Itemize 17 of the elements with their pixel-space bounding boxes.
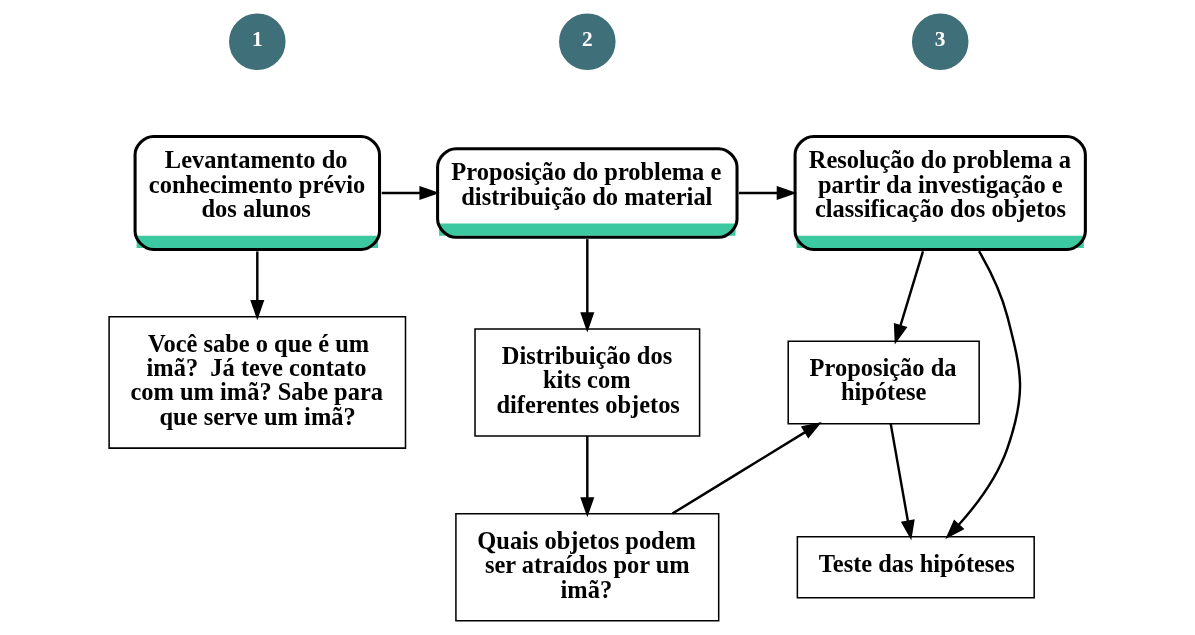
arrow — [579, 436, 594, 518]
node-box: Quais objetos podem ser atraídos por um imã? — [454, 513, 719, 622]
arrow — [944, 250, 1021, 539]
node-circle: 2 — [558, 13, 616, 70]
node-box: Proposição da hipótese — [786, 340, 980, 425]
node-circle: 1 — [228, 13, 286, 70]
node-box: Distribuição dos kits com diferentes objetos — [473, 328, 700, 437]
arrow — [893, 251, 924, 345]
node-box: Você sabe o que é um imã? Já teve contato com um imã? Sabe para que serve um imã? — [107, 315, 406, 449]
arrow — [889, 423, 915, 541]
node-circle: 3 — [911, 13, 968, 70]
arrow — [381, 185, 440, 201]
arrow — [579, 239, 594, 333]
arrow — [249, 251, 264, 321]
arrow — [738, 185, 797, 201]
node-box: Teste das hipóteses — [796, 535, 1035, 599]
arrow — [671, 421, 822, 515]
